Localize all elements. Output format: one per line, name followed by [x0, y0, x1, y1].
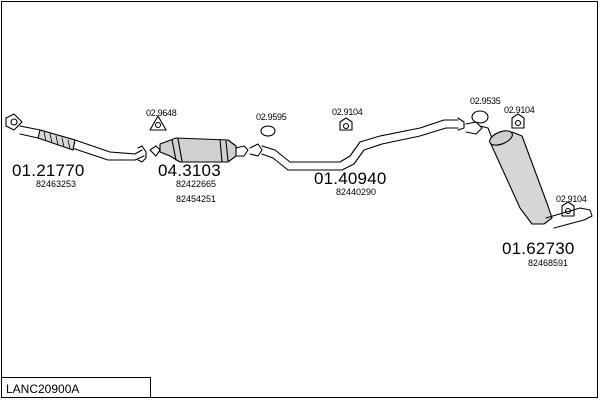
front-pipe — [5, 113, 147, 163]
triangle-gasket — [149, 115, 167, 131]
fitting-label: 02.9535 — [470, 96, 501, 106]
kit-code: LANC20900A — [6, 382, 80, 396]
rubber-hanger — [511, 113, 525, 129]
part-number: 04.3103 — [158, 161, 221, 180]
ring-gasket — [471, 110, 489, 124]
oe-number: 82463253 — [36, 179, 77, 189]
rubber-hanger — [339, 117, 353, 131]
kit-code-box: LANC20900A — [1, 377, 151, 398]
oe-number: 82440290 — [336, 187, 377, 197]
fitting-label: 02.9104 — [332, 107, 363, 117]
ring-gasket — [260, 125, 276, 137]
fitting-label: 02.9104 — [556, 194, 587, 204]
catalytic-converter — [149, 137, 249, 163]
rubber-hanger — [561, 201, 575, 217]
oe-number: 82468591 — [528, 258, 569, 268]
part-number: 01.40940 — [314, 169, 387, 188]
part-number: 01.62730 — [502, 239, 575, 258]
oe-number: 82454251 — [176, 194, 217, 204]
rear-silencer — [465, 121, 593, 229]
middle-pipe — [249, 117, 465, 171]
part-number: 01.21770 — [12, 161, 85, 180]
oe-number: 82422665 — [176, 179, 217, 189]
fitting-label: 02.9104 — [504, 105, 535, 115]
fitting-label: 02.9648 — [146, 108, 177, 118]
fitting-label: 02.9595 — [256, 112, 287, 122]
